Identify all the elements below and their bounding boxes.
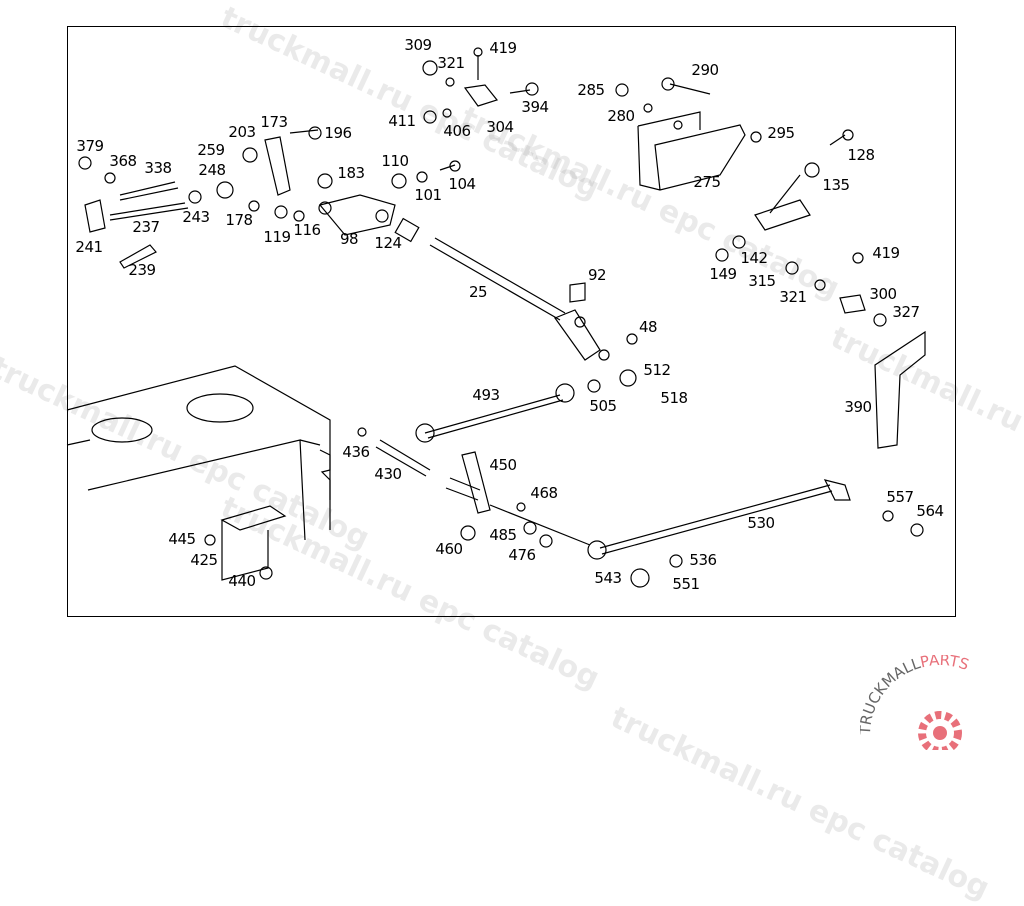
callout-411: 411 xyxy=(388,112,416,130)
rod-493 xyxy=(424,394,564,439)
callout-485: 485 xyxy=(489,526,517,544)
callout-101: 101 xyxy=(414,186,442,204)
callout-460: 460 xyxy=(435,540,463,558)
callout-419: 419 xyxy=(489,39,517,57)
callout-309: 309 xyxy=(404,36,432,54)
callout-440: 440 xyxy=(228,572,256,590)
callout-241: 241 xyxy=(75,238,103,256)
callout-543: 543 xyxy=(594,569,622,587)
callout-275: 275 xyxy=(693,173,721,191)
callout-178: 178 xyxy=(225,211,253,229)
callout-135: 135 xyxy=(822,176,850,194)
lever-98 xyxy=(318,194,396,236)
callout-468: 468 xyxy=(530,484,558,502)
callout-564: 564 xyxy=(916,502,944,520)
callout-321: 321 xyxy=(779,288,807,306)
callout-338: 338 xyxy=(144,159,172,177)
bracket-390 xyxy=(874,330,926,449)
bracket-241 xyxy=(84,199,106,233)
callout-237: 237 xyxy=(132,218,160,236)
callout-505: 505 xyxy=(589,397,617,415)
callout-530: 530 xyxy=(747,514,775,532)
callout-124: 124 xyxy=(374,234,402,252)
callout-436: 436 xyxy=(342,443,370,461)
engine-block xyxy=(66,365,331,541)
callout-327: 327 xyxy=(892,303,920,321)
callout-142: 142 xyxy=(740,249,768,267)
rod-530 xyxy=(599,484,833,555)
callout-173: 173 xyxy=(260,113,288,131)
callout-536: 536 xyxy=(689,551,717,569)
callout-25: 25 xyxy=(468,283,488,301)
callout-476: 476 xyxy=(508,546,536,564)
callout-48: 48 xyxy=(638,318,658,336)
callout-196: 196 xyxy=(324,124,352,142)
callout-551: 551 xyxy=(672,575,700,593)
shift-rod-25 xyxy=(394,217,610,361)
callout-119: 119 xyxy=(263,228,291,246)
bracket-275 xyxy=(637,111,746,191)
callout-259: 259 xyxy=(197,141,225,159)
callout-321: 321 xyxy=(437,54,465,72)
callout-512: 512 xyxy=(643,361,671,379)
callout-116: 116 xyxy=(293,221,321,239)
callout-315: 315 xyxy=(748,272,776,290)
truckmall-parts-logo: TRUCKMALLPARTS xyxy=(856,651,1020,755)
callout-149: 149 xyxy=(709,265,737,283)
callout-285: 285 xyxy=(577,81,605,99)
callout-92: 92 xyxy=(587,266,607,284)
callout-128: 128 xyxy=(847,146,875,164)
callout-248: 248 xyxy=(198,161,226,179)
callout-493: 493 xyxy=(472,386,500,404)
diagram-frame xyxy=(67,26,956,617)
callout-379: 379 xyxy=(76,137,104,155)
callout-450: 450 xyxy=(489,456,517,474)
callout-243: 243 xyxy=(182,208,210,226)
callout-430: 430 xyxy=(374,465,402,483)
callout-394: 394 xyxy=(521,98,549,116)
pin-239 xyxy=(119,244,157,269)
parts-drawing xyxy=(66,47,926,588)
callout-239: 239 xyxy=(128,261,156,279)
callout-425: 425 xyxy=(190,551,218,569)
callout-98: 98 xyxy=(339,230,359,248)
spring-338 xyxy=(109,181,189,221)
callout-368: 368 xyxy=(109,152,137,170)
callout-203: 203 xyxy=(228,123,256,141)
callout-518: 518 xyxy=(660,389,688,407)
callout-183: 183 xyxy=(337,164,365,182)
callout-445: 445 xyxy=(168,530,196,548)
lever-173 xyxy=(264,136,291,196)
callout-557: 557 xyxy=(886,488,914,506)
callout-280: 280 xyxy=(607,107,635,125)
callout-390: 390 xyxy=(844,398,872,416)
callout-300: 300 xyxy=(869,285,897,303)
callout-104: 104 xyxy=(448,175,476,193)
callout-304: 304 xyxy=(486,118,514,136)
callout-290: 290 xyxy=(691,61,719,79)
callout-295: 295 xyxy=(767,124,795,142)
callout-419: 419 xyxy=(872,244,900,262)
lever-450 xyxy=(461,451,491,514)
callout-110: 110 xyxy=(381,152,409,170)
callout-406: 406 xyxy=(443,122,471,140)
